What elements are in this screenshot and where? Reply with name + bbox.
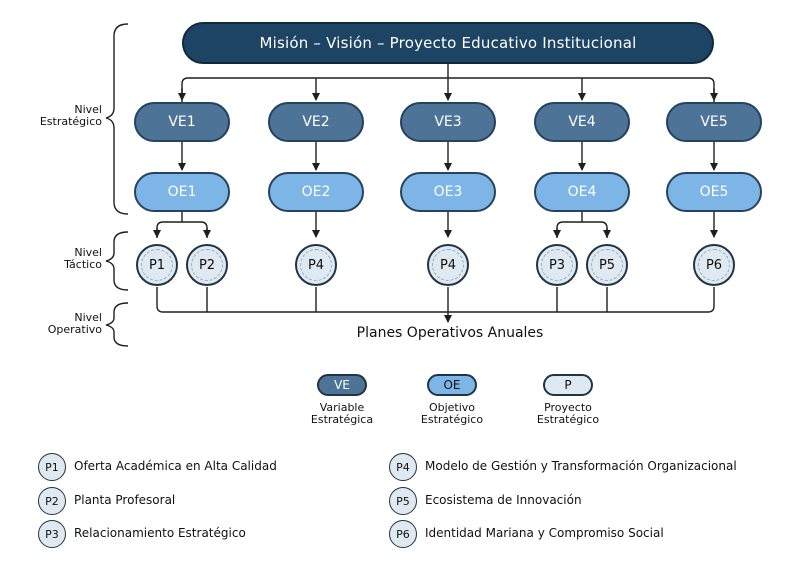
variable-node-ve4: VE4: [534, 102, 630, 142]
objective-node-oe3: OE3: [400, 172, 496, 212]
project-node-p4-oe2: P4: [295, 244, 337, 286]
legend-ve-text: Variable Estratégica: [287, 402, 397, 426]
legend-p-line2: Estratégico: [536, 413, 600, 426]
project-node-p4-oe3: P4: [427, 244, 469, 286]
legend-ve-line1: Variable: [319, 401, 365, 414]
legend-oe-line1: Objetivo: [428, 401, 476, 414]
legend-ve-line2: Estratégica: [310, 413, 374, 426]
key-badge-p1: P1: [38, 453, 66, 481]
project-node-p5: P5: [586, 244, 628, 286]
key-text-p6: Identidad Mariana y Compromiso Social: [425, 526, 664, 540]
legend-ve-pill: VE: [317, 374, 367, 396]
legend-p-line1: Proyecto: [544, 401, 592, 414]
objective-node-oe5: OE5: [666, 172, 762, 212]
project-label: P2: [198, 257, 216, 273]
objective-node-oe2: OE2: [268, 172, 364, 212]
project-node-p6: P6: [693, 244, 735, 286]
project-label: P6: [705, 257, 723, 273]
variable-node-ve3: VE3: [400, 102, 496, 142]
key-text-p2: Planta Profesoral: [74, 493, 176, 507]
project-label: P4: [439, 257, 457, 273]
legend-oe-pill: OE: [427, 374, 477, 396]
key-text-p3: Relacionamiento Estratégico: [74, 526, 246, 540]
level-label-tactical: Nivel Táctico: [20, 247, 102, 271]
project-label: P3: [548, 257, 566, 273]
level-strategic-line1: Nivel: [74, 103, 102, 116]
key-badge-p4: P4: [389, 453, 417, 481]
level-tactical-line2: Táctico: [64, 258, 102, 271]
key-badge-p3: P3: [38, 520, 66, 548]
legend-p-text: Proyecto Estratégico: [513, 402, 623, 426]
objective-node-oe4: OE4: [534, 172, 630, 212]
variable-node-ve1: VE1: [134, 102, 230, 142]
mission-vision-bar: Misión – Visión – Proyecto Educativo Ins…: [182, 22, 714, 64]
project-label: P1: [148, 257, 166, 273]
project-label: P5: [598, 257, 616, 273]
legend-oe-line2: Estratégico: [420, 413, 484, 426]
level-tactical-line1: Nivel: [74, 246, 102, 259]
level-operational-line1: Nivel: [74, 311, 102, 324]
legend-oe-text: Objetivo Estratégico: [397, 402, 507, 426]
objective-node-oe1: OE1: [134, 172, 230, 212]
key-badge-p2: P2: [38, 487, 66, 515]
project-label: P4: [307, 257, 325, 273]
level-strategic-line2: Estratégico: [39, 115, 102, 128]
key-badge-p5: P5: [389, 487, 417, 515]
key-text-p4: Modelo de Gestión y Transformación Organ…: [425, 459, 737, 473]
annual-operating-plans-label: Planes Operativos Anuales: [356, 325, 544, 341]
legend-p-pill: P: [543, 374, 593, 396]
variable-node-ve2: VE2: [268, 102, 364, 142]
project-node-p3: P3: [536, 244, 578, 286]
level-operational-line2: Operativo: [47, 323, 102, 336]
level-label-operational: Nivel Operativo: [20, 312, 102, 336]
mission-vision-title: Misión – Visión – Proyecto Educativo Ins…: [259, 34, 637, 52]
variable-node-ve5: VE5: [666, 102, 762, 142]
key-text-p1: Oferta Académica en Alta Calidad: [74, 459, 277, 473]
key-badge-p6: P6: [389, 520, 417, 548]
project-node-p2: P2: [186, 244, 228, 286]
project-node-p1: P1: [136, 244, 178, 286]
level-label-strategic: Nivel Estratégico: [20, 104, 102, 128]
key-text-p5: Ecosistema de Innovación: [425, 493, 582, 507]
